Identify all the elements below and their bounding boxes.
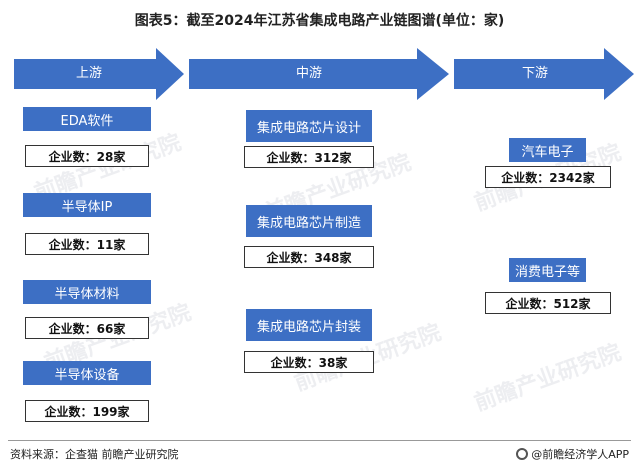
brand-credit-text: @前瞻经济学人APP: [531, 448, 629, 461]
arrow-shape: [454, 48, 634, 100]
stage-arrow-midstream: 中游: [189, 48, 449, 100]
chart-title: 图表5：截至2024年江苏省集成电路产业链图谱(单位：家): [134, 13, 505, 29]
node-eda-software: EDA软件: [23, 107, 151, 131]
watermark: 前瞻产业研究院: [471, 340, 625, 417]
node-ic-packaging: 集成电路芯片封装: [246, 309, 372, 341]
node-semiconductor-equipment: 半导体设备: [23, 361, 151, 385]
stage-arrow-downstream: 下游: [454, 48, 634, 100]
stage-label-upstream: 上游: [75, 66, 102, 81]
count-ic-manufacturing: 企业数：348家: [244, 246, 374, 268]
node-consumer-electronics: 消费电子等: [509, 258, 586, 282]
node-automotive-electronics: 汽车电子: [509, 138, 586, 162]
node-ic-manufacturing: 集成电路芯片制造: [246, 205, 372, 237]
node-semiconductor-materials: 半导体材料: [23, 280, 151, 304]
node-semiconductor-ip: 半导体IP: [23, 193, 151, 217]
count-eda-software: 企业数：28家: [25, 145, 149, 167]
count-semiconductor-materials: 企业数：66家: [25, 317, 149, 339]
arrow-shape: [14, 48, 184, 100]
brand-logo-icon: [516, 448, 529, 460]
arrow-shape: [189, 48, 449, 100]
count-ic-packaging: 企业数：38家: [244, 351, 374, 373]
count-automotive-electronics: 企业数：2342家: [485, 166, 611, 188]
count-consumer-electronics: 企业数：512家: [485, 292, 611, 314]
stage-label-downstream: 下游: [521, 66, 548, 81]
source-note: 资料来源：企查猫 前瞻产业研究院: [10, 448, 179, 461]
footer-divider: [8, 440, 631, 441]
node-ic-design: 集成电路芯片设计: [246, 110, 372, 142]
stage-arrow-upstream: 上游: [14, 48, 184, 100]
stage-label-midstream: 中游: [295, 66, 322, 81]
brand-credit: @前瞻经济学人APP: [516, 446, 629, 462]
count-semiconductor-equipment: 企业数：199家: [25, 400, 149, 422]
count-semiconductor-ip: 企业数：11家: [25, 233, 149, 255]
count-ic-design: 企业数：312家: [244, 146, 374, 168]
